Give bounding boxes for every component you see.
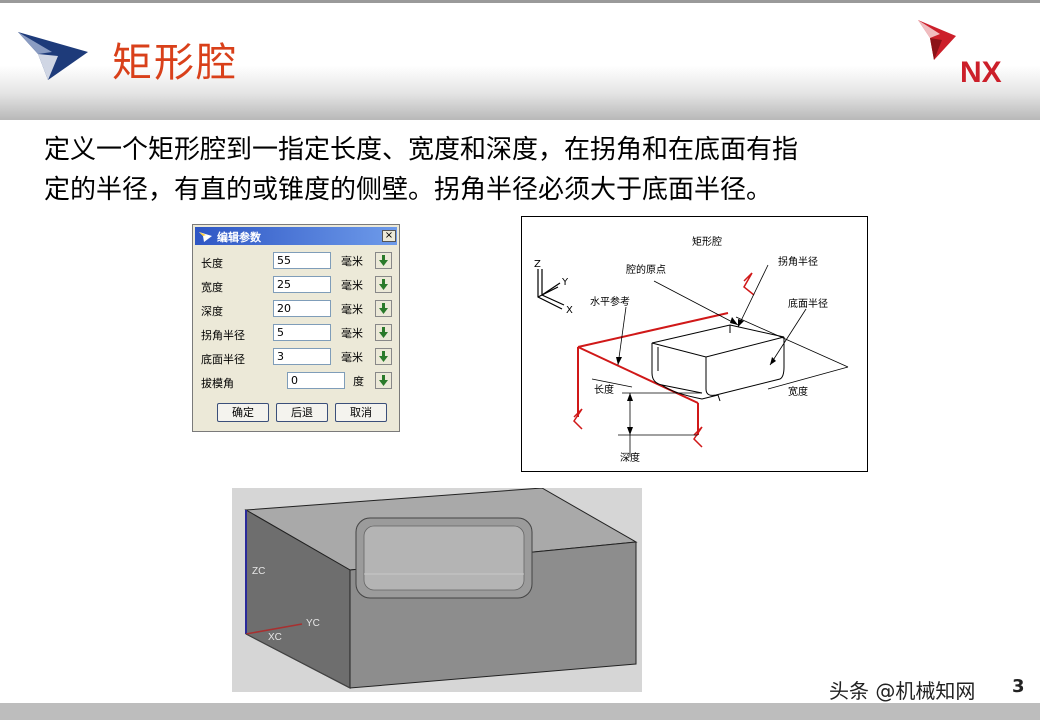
param-unit: 度 (353, 375, 364, 388)
pocket-diagram-drawing (537, 264, 849, 457)
down-arrow-icon (379, 375, 388, 386)
axis-label-zc: ZC (252, 566, 266, 577)
param-unit: 毫米 (341, 279, 363, 292)
cancel-button[interactable]: 取消 (335, 403, 387, 422)
diagram-depth-label: 深度 (620, 453, 640, 464)
down-arrow-icon (379, 279, 388, 290)
diagram-origin-label: 腔的原点 (626, 265, 666, 276)
diagram-axis-y: Y (562, 277, 569, 288)
axis-label-yc: YC (306, 618, 320, 629)
param-input-floor-radius[interactable]: 3 (273, 348, 331, 365)
param-input-depth[interactable]: 20 (273, 300, 331, 317)
param-label: 深度 (201, 305, 223, 318)
param-label: 宽度 (201, 281, 223, 294)
param-dropdown-button[interactable] (375, 324, 392, 341)
param-input-width[interactable]: 25 (273, 276, 331, 293)
param-dropdown-button[interactable] (375, 300, 392, 317)
watermark-text: 头条 @机械知网 (829, 679, 976, 703)
nx-logo-mark (918, 20, 956, 60)
ok-button[interactable]: 确定 (217, 403, 269, 422)
diagram-title: 矩形腔 (692, 237, 722, 248)
param-label: 拐角半径 (201, 329, 245, 342)
param-row-width: 宽度 25 毫米 (193, 274, 401, 296)
diagram-width-label: 宽度 (788, 387, 808, 398)
dialog-titlebar[interactable]: 编辑参数 × (195, 227, 397, 245)
param-input-corner-radius[interactable]: 5 (273, 324, 331, 341)
param-label: 长度 (201, 257, 223, 270)
slide-title: 矩形腔 (112, 40, 238, 86)
diagram-axis-z: Z (534, 259, 541, 270)
param-row-floor-radius: 底面半径 3 毫米 (193, 346, 401, 368)
down-arrow-icon (379, 303, 388, 314)
nx-logo-text: NX (960, 56, 1002, 89)
axis-label-xc: XC (268, 632, 282, 643)
param-row-draft-angle: 拔模角 0 度 (193, 370, 401, 392)
param-label: 拔模角 (201, 377, 234, 390)
diagram-floor-radius-label: 底面半径 (788, 299, 828, 310)
back-button[interactable]: 后退 (276, 403, 328, 422)
description-line-1: 定义一个矩形腔到一指定长度、宽度和深度，在拐角和在底面有指 (44, 135, 799, 165)
dialog-app-icon (199, 232, 212, 242)
param-label: 底面半径 (201, 353, 245, 366)
header-band (0, 0, 1040, 120)
edit-parameters-dialog: 编辑参数 × 长度 55 毫米 宽度 25 毫米 深度 20 毫米 拐角半径 5… (192, 224, 400, 432)
footer-bar (0, 703, 1040, 720)
param-input-length[interactable]: 55 (273, 252, 331, 269)
description-line-2: 定的半径，有直的或锥度的侧壁。拐角半径必须大于底面半径。 (44, 175, 773, 205)
cad-render-view: ZC YC XC (232, 488, 642, 692)
dialog-close-button[interactable]: × (382, 230, 396, 242)
param-dropdown-button[interactable] (375, 252, 392, 269)
down-arrow-icon (379, 327, 388, 338)
brand-arrow-logo (18, 32, 88, 80)
pocket-diagram: 矩形腔 Z Y X 腔的原点 拐角半径 底面半径 水平参考 长度 宽度 深度 (521, 216, 868, 472)
page-number: 3 (1012, 676, 1025, 697)
param-unit: 毫米 (341, 255, 363, 268)
diagram-axis-x: X (566, 305, 573, 316)
param-dropdown-button[interactable] (375, 348, 392, 365)
top-rule (0, 0, 1040, 3)
down-arrow-icon (379, 255, 388, 266)
diagram-corner-radius-label: 拐角半径 (778, 257, 818, 268)
param-unit: 毫米 (341, 327, 363, 340)
param-dropdown-button[interactable] (375, 276, 392, 293)
description: 定义一个矩形腔到一指定长度、宽度和深度，在拐角和在底面有指 定的半径，有直的或锥… (44, 130, 1004, 210)
param-row-corner-radius: 拐角半径 5 毫米 (193, 322, 401, 344)
param-dropdown-button[interactable] (375, 372, 392, 389)
cad-solid-drawing (244, 488, 638, 689)
param-row-length: 长度 55 毫米 (193, 250, 401, 272)
param-input-draft-angle[interactable]: 0 (287, 372, 345, 389)
down-arrow-icon (379, 351, 388, 362)
dialog-title: 编辑参数 (217, 231, 261, 244)
diagram-horizontal-ref-label: 水平参考 (590, 297, 630, 308)
param-row-depth: 深度 20 毫米 (193, 298, 401, 320)
diagram-length-label: 长度 (594, 385, 614, 396)
param-unit: 毫米 (341, 303, 363, 316)
param-unit: 毫米 (341, 351, 363, 364)
